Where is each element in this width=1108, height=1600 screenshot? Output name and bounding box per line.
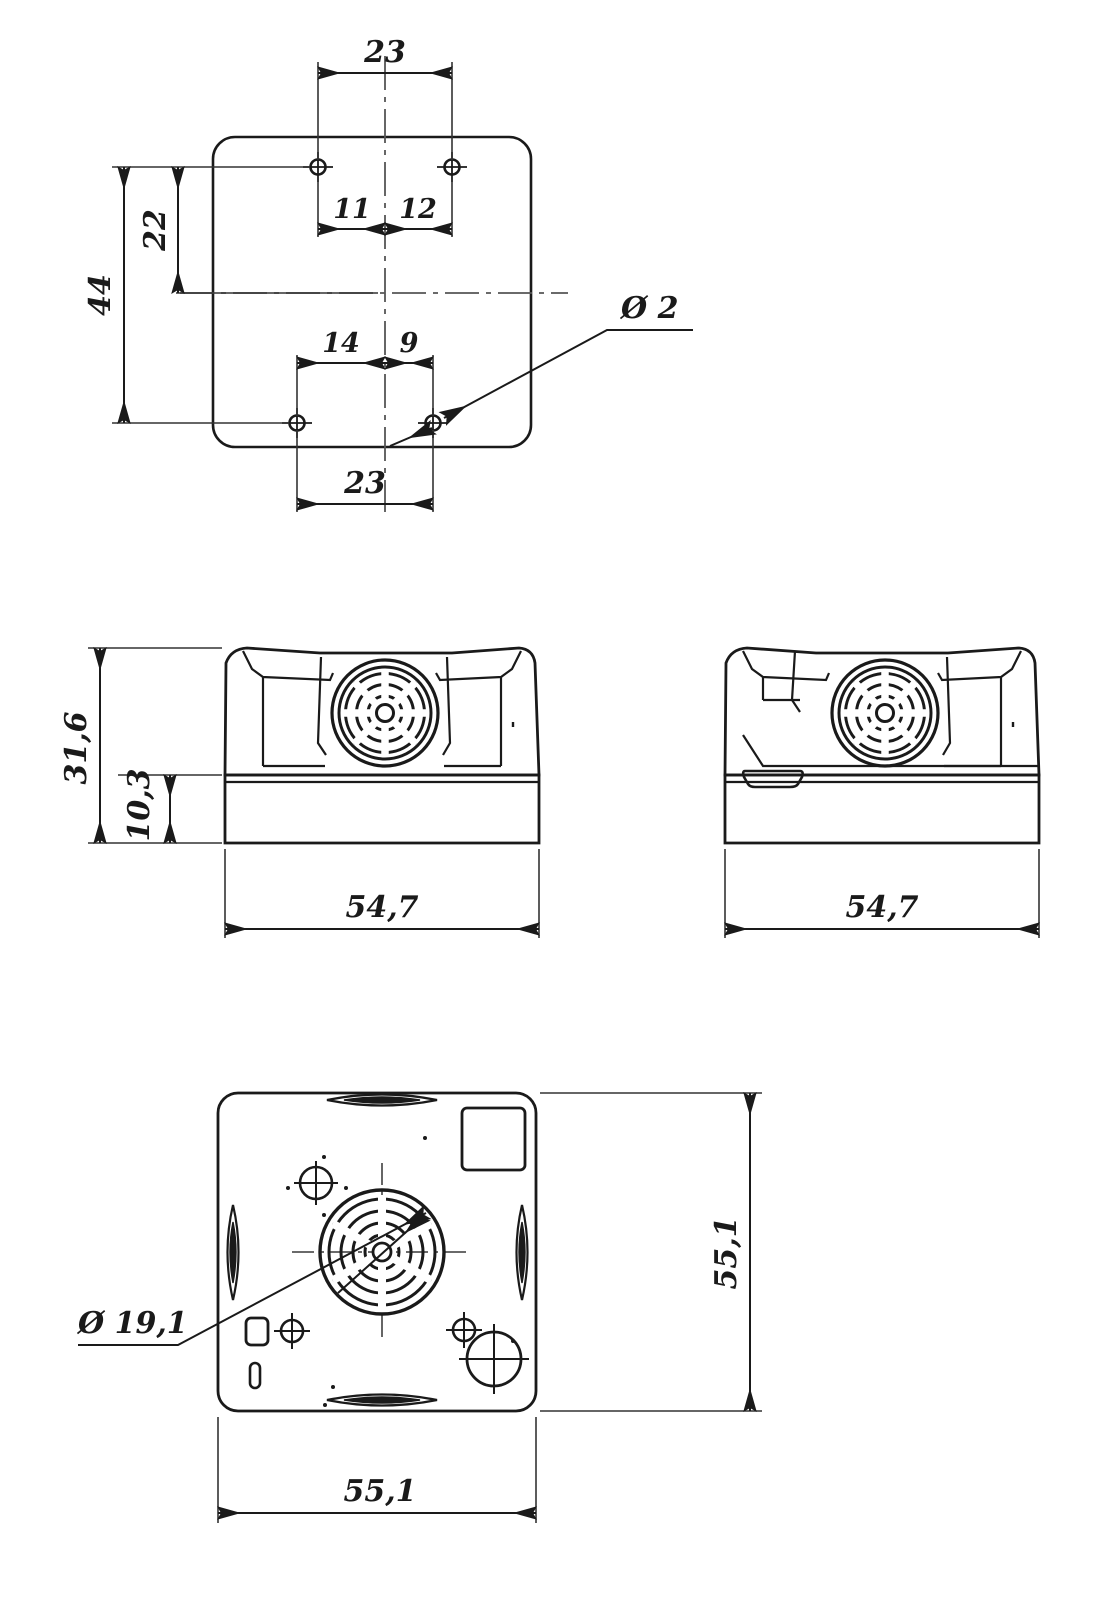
dimension-height-44-label: 44 [83, 274, 118, 316]
vent-slot-bottom [326, 1393, 438, 1407]
callout-hole-diameter-label: Ø 2 [619, 291, 678, 326]
dimension-offset-12-label: 12 [399, 194, 437, 225]
bottom-plan-view: Ø 19,1 55,1 55,1 [76, 1091, 762, 1523]
dimension-height-22: 22 [138, 166, 185, 294]
front-elevation-view: 31,6 10,3 54,7 [59, 646, 541, 938]
dimension-height-55-1-label: 55,1 [709, 1216, 744, 1289]
dimension-height-10-3-label: 10,3 [122, 768, 157, 841]
front-body-outline [223, 646, 541, 845]
dimension-offset-9: 9 [384, 328, 434, 370]
usb-port [741, 769, 804, 789]
dimension-height-10-3: 10,3 [122, 768, 177, 844]
dimension-offset-11: 11 [317, 194, 386, 236]
speaker-grille-side [832, 660, 938, 766]
dimension-width-front: 54,7 [224, 890, 540, 936]
vent-slot-top [326, 1093, 438, 1107]
screw-hole-upper-left [294, 1161, 338, 1205]
dimension-offset-9-label: 9 [400, 328, 419, 359]
dimension-width-side: 54,7 [724, 890, 1040, 936]
dimension-offset-11-label: 11 [333, 194, 371, 225]
bottom-view-outline [216, 1091, 538, 1413]
speaker-grille-front [332, 660, 438, 766]
top-mounting-plate-view: 23 11 12 14 9 23 44 [83, 35, 693, 512]
callout-grille-diameter: Ø 19,1 [76, 1205, 432, 1346]
screw-hole-lower-left [274, 1313, 310, 1349]
dimension-height-31-6: 31,6 [59, 647, 107, 844]
side-elevation-view: 54,7 [723, 646, 1041, 938]
dimension-offset-14-label: 14 [322, 328, 360, 359]
dimension-height-55-1: 55,1 [709, 1092, 757, 1412]
screw-hole-lower-right [446, 1312, 482, 1348]
dimension-width-55-1-label: 55,1 [343, 1474, 416, 1509]
callout-grille-diameter-label: Ø 19,1 [76, 1306, 188, 1341]
led-indicator-slot [248, 1361, 262, 1390]
connector-cutout [244, 1316, 270, 1347]
vent-slot-left [226, 1204, 240, 1301]
dimension-bottom-span-label: 23 [343, 466, 386, 501]
dimension-width-55-1: 55,1 [217, 1474, 537, 1520]
dimension-width-front-label: 54,7 [345, 890, 418, 925]
side-body-outline [723, 646, 1041, 845]
dimension-offset-14: 14 [296, 328, 386, 370]
vent-slot-right [515, 1204, 529, 1301]
label-panel [460, 1106, 527, 1172]
dimension-top-span: 23 [317, 35, 453, 80]
punch-marks [286, 1136, 515, 1407]
dimension-top-span-label: 23 [363, 35, 406, 70]
dimension-bottom-span: 23 [296, 466, 434, 511]
dimension-height-44: 44 [83, 166, 131, 424]
dimension-offset-12: 12 [384, 194, 453, 236]
extension-lines-bottom-view [217, 1092, 762, 1523]
callout-hole-diameter: Ø 2 [389, 291, 693, 447]
dimension-width-side-label: 54,7 [845, 890, 918, 925]
dimension-height-31-6-label: 31,6 [59, 711, 94, 784]
top-view-outline [211, 135, 533, 449]
mounting-boss-lower-right [459, 1324, 529, 1394]
dimension-height-22-label: 22 [138, 209, 173, 252]
